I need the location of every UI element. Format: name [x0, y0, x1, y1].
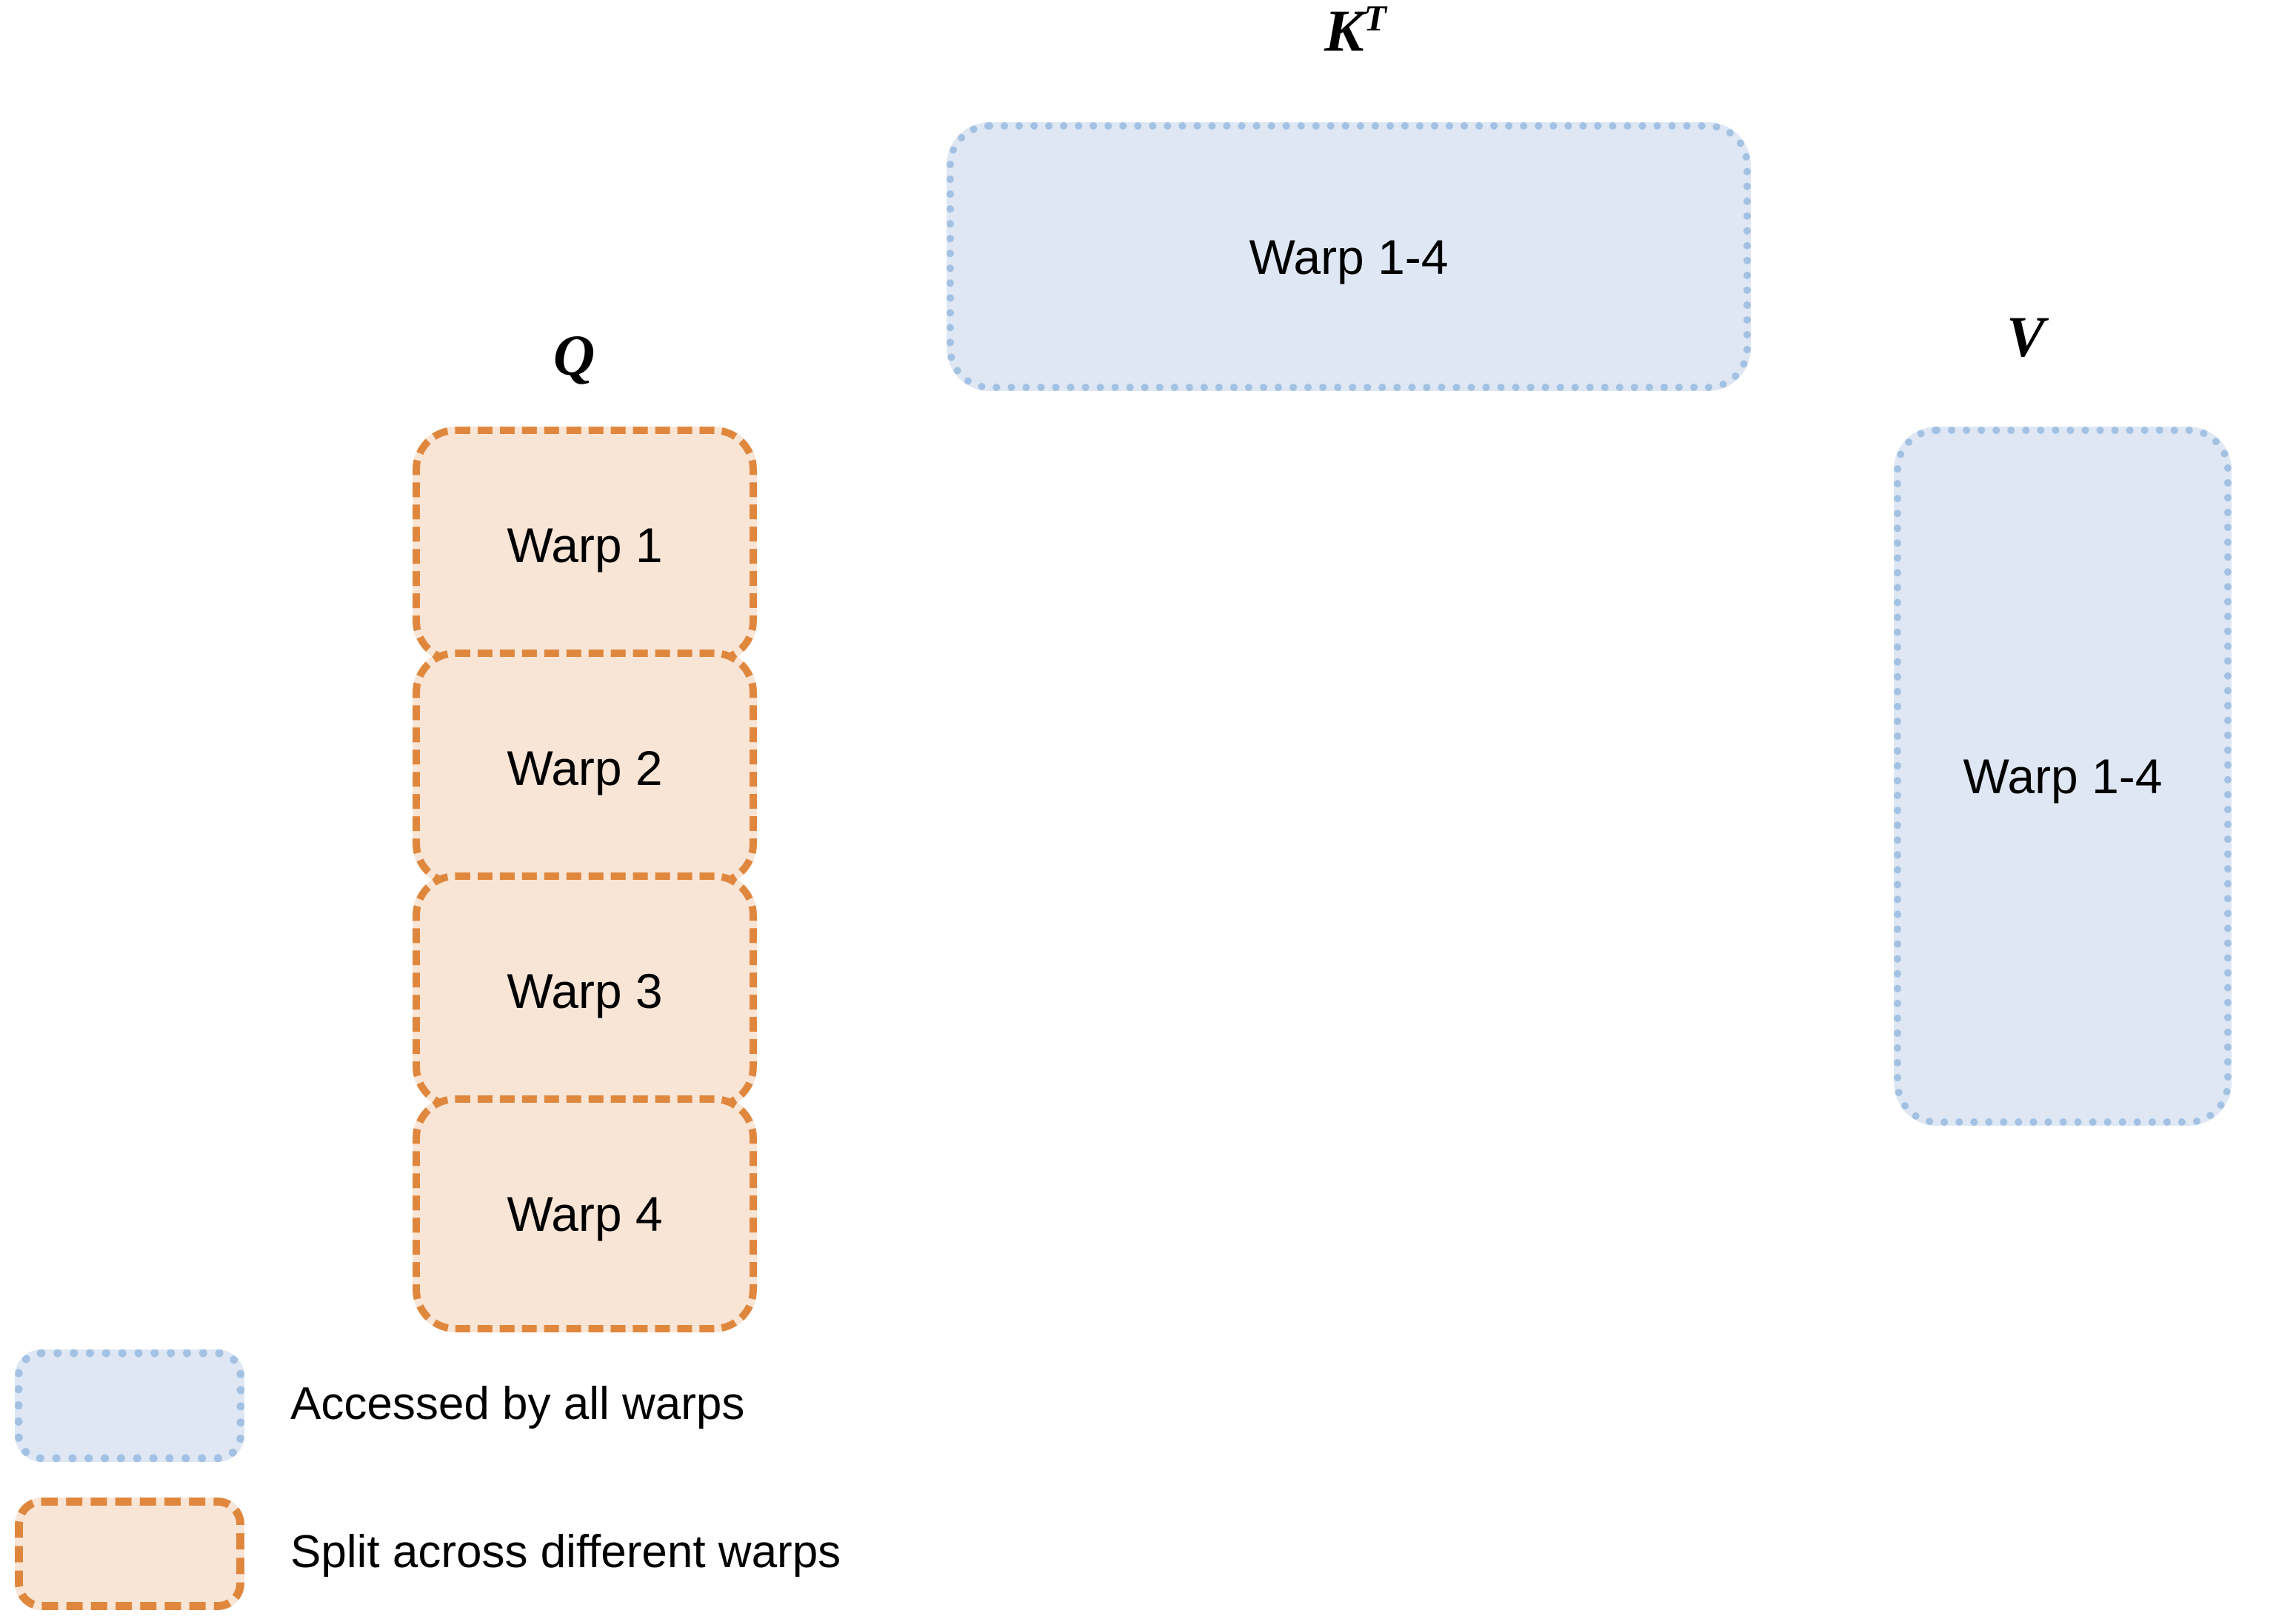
matrix-block-label: Warp 1-4 — [1249, 229, 1449, 284]
matrix-label-v-base: V — [2006, 304, 2046, 369]
matrix-label-v: V — [1929, 307, 2122, 366]
matrix-block-label: Warp 1-4 — [1963, 749, 2163, 804]
matrix-stack-q: Warp 1 Warp 2 Warp 3 Warp 4 — [413, 427, 757, 1333]
matrix-block-label: Warp 4 — [507, 1186, 663, 1241]
matrix-block-q-warp-3[interactable]: Warp 3 — [413, 872, 757, 1109]
matrix-block-q-warp-4[interactable]: Warp 4 — [413, 1095, 757, 1332]
matrix-label-k-base: K — [1324, 0, 1364, 64]
matrix-block-label: Warp 2 — [507, 741, 663, 795]
matrix-label-q-base: Q — [553, 323, 595, 387]
matrix-block-label: Warp 1 — [507, 518, 663, 573]
legend-swatch-blue-dotted — [15, 1349, 244, 1462]
matrix-block-q-warp-2[interactable]: Warp 2 — [413, 650, 757, 887]
matrix-block-q-warp-1[interactable]: Warp 1 — [413, 427, 757, 664]
matrix-block-k-transpose[interactable]: Warp 1-4 — [947, 122, 1751, 391]
matrix-block-v[interactable]: Warp 1-4 — [1894, 427, 2232, 1126]
legend-label: Accessed by all warps — [290, 1378, 745, 1429]
legend-swatch-orange-dashed — [15, 1498, 244, 1610]
matrix-label-k-transpose: KT — [1252, 0, 1459, 61]
matrix-label-q: Q — [478, 326, 670, 384]
legend-item-accessed-by-all-warps: Accessed by all warps — [0, 1345, 1037, 1463]
matrix-label-k-superscript: T — [1364, 0, 1386, 39]
matrix-block-label: Warp 3 — [507, 964, 663, 1018]
legend-item-split-across-different-warps: Split across different warps — [0, 1493, 1037, 1612]
legend: Accessed by all warps Split across diffe… — [0, 1342, 1037, 1619]
legend-label: Split across different warps — [290, 1526, 841, 1578]
